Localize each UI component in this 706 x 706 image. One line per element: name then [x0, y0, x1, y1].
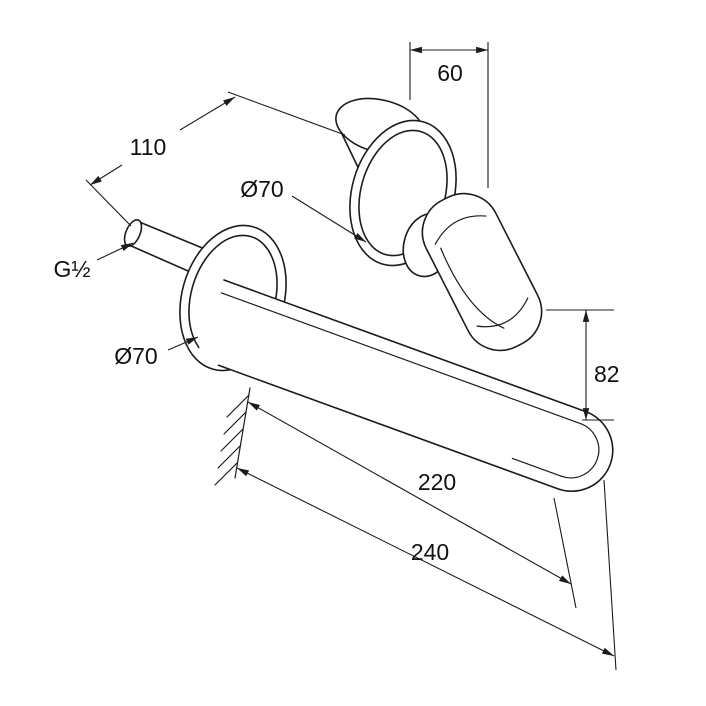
- dim-label-110: 110: [130, 134, 167, 160]
- spout: [195, 279, 614, 492]
- faucet-drawing: [123, 97, 614, 492]
- dimension-thread: G½: [53, 242, 134, 282]
- dimension-60: 60: [409, 42, 489, 188]
- dimensions: 60 110 Ø70 G½ Ø70 82: [53, 42, 620, 671]
- wall-hatching: [214, 387, 251, 486]
- dimension-dia70-upper: Ø70: [240, 176, 367, 243]
- dim-label-82: 82: [594, 361, 620, 387]
- dimension-82: 82: [546, 309, 620, 421]
- dimension-110: 110: [85, 91, 346, 227]
- dimension-dia70-lower: Ø70: [114, 336, 199, 369]
- dim-label-220: 220: [418, 469, 456, 495]
- dia-label-70-upper: Ø70: [240, 176, 283, 202]
- dim-label-60: 60: [437, 60, 463, 86]
- thread-label: G½: [53, 256, 90, 282]
- dim-label-240: 240: [411, 539, 449, 565]
- dimension-240: 240: [236, 467, 617, 671]
- dia-label-70-lower: Ø70: [114, 343, 157, 369]
- lever-handle: [421, 192, 543, 352]
